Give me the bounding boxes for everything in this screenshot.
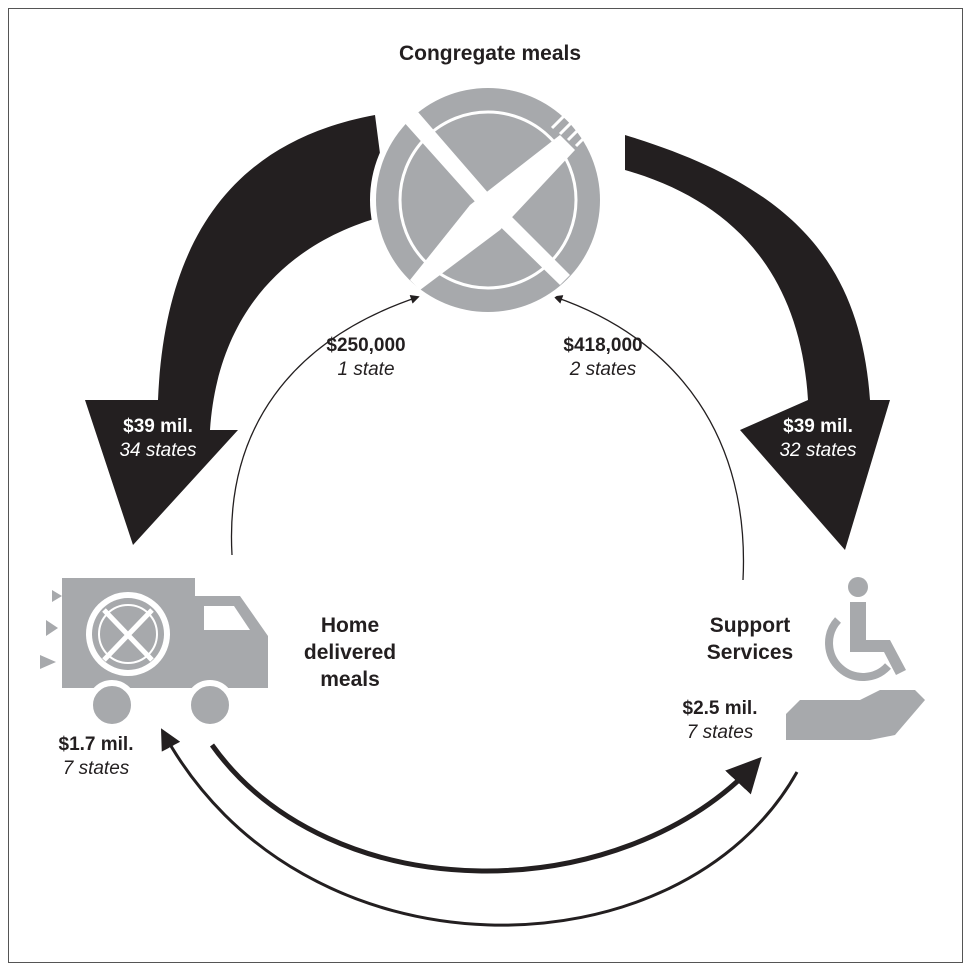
states-label: 34 states	[119, 440, 197, 461]
diagram-frame	[8, 8, 963, 963]
home-title-line-3: meals	[320, 668, 380, 691]
flow-arrow-congregate-to-home	[85, 115, 388, 545]
support-services-title: Support Services	[690, 612, 810, 666]
amount-label: $39 mil.	[123, 416, 193, 437]
flow-label-home-to-support: $2.5 mil. 7 states	[660, 697, 780, 745]
flow-arrow-home-to-congregate	[230, 295, 420, 556]
congregate-meals-title: Congregate meals	[398, 42, 582, 65]
states-label: 7 states	[62, 758, 130, 779]
flow-label-support-to-home: $1.7 mil. 7 states	[36, 733, 156, 781]
home-title-line-1: Home	[320, 614, 380, 637]
delivery-truck-icon	[40, 578, 268, 730]
wheelchair-hand-icon	[786, 577, 925, 740]
home-title-line-2: delivered	[303, 641, 397, 664]
amount-label: $418,000	[563, 335, 643, 356]
amount-label: $39 mil.	[783, 416, 853, 437]
amount-label: $1.7 mil.	[58, 734, 134, 755]
states-label: 7 states	[686, 722, 754, 743]
flow-arrow-home-to-support	[209, 743, 762, 874]
amount-label: $250,000	[326, 335, 406, 356]
amount-label: $2.5 mil.	[682, 698, 758, 719]
flow-label-congregate-to-home: $39 mil. 34 states	[98, 415, 218, 463]
support-title-line-1: Support	[709, 614, 791, 637]
home-delivered-meals-title: Home delivered meals	[290, 612, 410, 693]
flow-label-support-to-congregate: $418,000 2 states	[543, 334, 663, 382]
states-label: 2 states	[569, 359, 637, 380]
flow-label-congregate-to-support: $39 mil. 32 states	[758, 415, 878, 463]
flow-label-home-to-congregate: $250,000 1 state	[306, 334, 426, 382]
states-label: 32 states	[779, 440, 857, 461]
plate-knife-fork-icon	[370, 82, 606, 318]
flow-arrow-congregate-to-support	[625, 135, 890, 550]
states-label: 1 state	[337, 359, 395, 380]
flow-arrow-support-to-home	[160, 728, 799, 927]
flow-arrow-support-to-congregate	[553, 295, 745, 581]
support-title-line-2: Services	[706, 641, 794, 664]
